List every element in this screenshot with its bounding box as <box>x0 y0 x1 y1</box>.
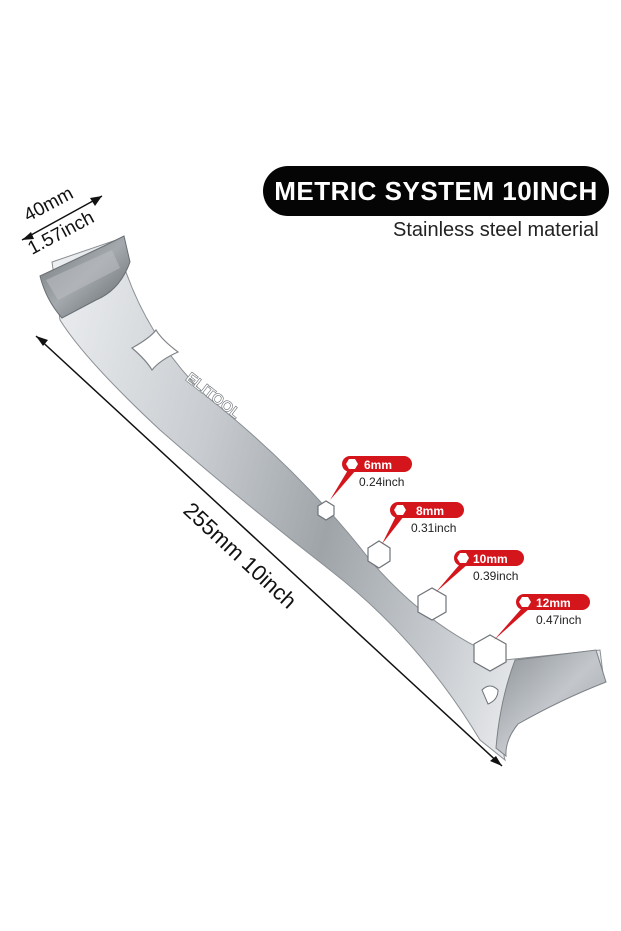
callout-12mm-inch: 0.47inch <box>536 613 581 627</box>
callout-6mm: 6mm 0.24inch <box>330 456 412 500</box>
hex-hole-6mm <box>317 500 335 521</box>
callout-8mm: 8mm 0.31inch <box>382 502 464 544</box>
diamond-hole <box>130 328 180 372</box>
hex-badge-icon <box>346 459 358 469</box>
head-highlight <box>46 250 120 300</box>
round-notch <box>481 685 499 705</box>
title-banner: METRIC SYSTEM 10INCH <box>263 166 609 216</box>
hex-hole-8mm <box>367 540 391 569</box>
callout-12mm: 12mm 0.47inch <box>494 594 590 640</box>
callout-8mm-inch: 0.31inch <box>411 521 456 535</box>
hex-hole-10mm <box>417 587 447 621</box>
pry-bar-blade <box>495 649 607 758</box>
title-text: METRIC SYSTEM 10INCH <box>274 175 598 206</box>
callout-6mm-pointer <box>330 470 356 500</box>
callout-10mm-inch: 0.39inch <box>473 569 518 583</box>
callout-10mm-badge <box>454 550 524 566</box>
length-arrow-start <box>36 336 48 346</box>
hex-hole-12mm <box>473 634 507 672</box>
callout-10mm: 10mm 0.39inch <box>436 550 524 592</box>
length-arrow-end <box>490 756 502 766</box>
width-arrow-start <box>22 232 34 240</box>
hex-badge-icon <box>394 505 406 515</box>
callout-12mm-mm: 12mm <box>536 596 571 610</box>
hex-badge-icon <box>519 597 531 607</box>
callout-12mm-pointer <box>494 608 530 640</box>
callout-6mm-badge <box>342 456 412 472</box>
callout-12mm-badge <box>516 594 590 610</box>
callout-6mm-inch: 0.24inch <box>359 475 404 489</box>
callout-6mm-mm: 6mm <box>364 458 392 472</box>
hex-badge-icon <box>457 553 469 563</box>
callout-8mm-mm: 8mm <box>416 504 444 518</box>
width-arrow-end <box>90 196 102 206</box>
callout-8mm-pointer <box>382 516 404 544</box>
callout-10mm-mm: 10mm <box>473 552 508 566</box>
callout-8mm-badge <box>390 502 464 518</box>
callout-10mm-pointer <box>436 564 468 592</box>
subtitle-text: Stainless steel material <box>393 219 599 241</box>
width-dimension-line <box>21 195 103 241</box>
length-dimension-line <box>35 335 503 767</box>
